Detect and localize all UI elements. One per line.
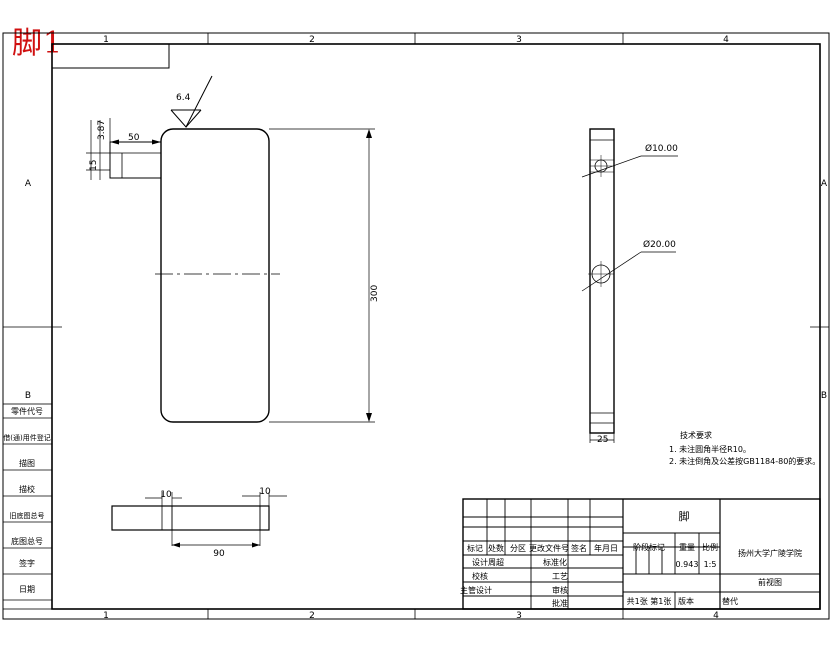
top-col-1: 1: [103, 35, 109, 45]
side-view: [589, 128, 615, 434]
dim-right: 10: [259, 487, 271, 497]
scale-value: 1:5: [704, 560, 717, 569]
front-boss: [109, 141, 161, 179]
row-design: 设计: [472, 557, 488, 567]
left-row-a: A: [25, 179, 32, 189]
dim-left: 10: [160, 490, 172, 500]
bottom-col-4: 4: [713, 611, 719, 621]
bottom-body: [111, 505, 270, 531]
top-col-2: 2: [309, 35, 315, 45]
outer-frame: [2, 32, 830, 620]
stage-label: 阶段标记: [633, 542, 665, 552]
bottom-view: [111, 505, 270, 531]
top-col-3: 3: [516, 35, 522, 45]
bottom-dimensions: [145, 492, 287, 546]
dim-span: 90: [213, 549, 225, 559]
dim-boss-offset: 3.87: [97, 120, 107, 140]
dim-height: 300: [370, 285, 380, 302]
tech-item-1: 1. 未注圆角半径R10。: [669, 444, 751, 454]
side-label-base-no: 底图总号: [11, 536, 43, 546]
title-block: [462, 498, 821, 610]
right-row-a: A: [821, 179, 828, 189]
approval-standard: 标准化: [543, 557, 567, 567]
hdr-mark: 标记: [467, 543, 483, 553]
left-row-b: B: [25, 391, 31, 401]
side-label-old-base: 旧底图总号: [10, 511, 45, 520]
side-label-tracing: 描图: [19, 458, 35, 468]
hole-large-label: Ø20.00: [643, 239, 676, 250]
hdr-count: 处数: [488, 543, 504, 553]
drawing-no: 前视图: [758, 577, 782, 587]
front-body: [160, 128, 270, 423]
inner-frame: [51, 43, 821, 610]
hdr-date: 年月日: [594, 543, 618, 553]
side-block: [2, 403, 53, 610]
top-left-box: [52, 44, 170, 69]
side-label-signature: 签字: [19, 558, 35, 568]
side-label-trace-check: 描校: [19, 484, 35, 494]
hole-small-label: Ø10.00: [645, 143, 678, 154]
approval-process: 工艺: [552, 572, 568, 581]
dim-width: 25: [597, 435, 608, 445]
hdr-sign: 签名: [571, 543, 587, 553]
front-dimensions: [86, 118, 375, 423]
version-label: 版本: [678, 596, 694, 606]
hdr-zone: 分区: [510, 544, 526, 553]
part-name: 脚: [679, 509, 690, 523]
dim-boss-height: 15: [89, 160, 99, 171]
top-col-4: 4: [723, 35, 729, 45]
tech-item-2: 2. 未注倒角及公差按GB1184-80的要求。: [669, 456, 820, 466]
side-label-part-code: 零件代号: [11, 406, 43, 416]
front-arrows: [110, 129, 372, 422]
bottom-col-2: 2: [309, 611, 315, 621]
designer-name: 周超: [488, 557, 504, 567]
approval-approve: 批准: [552, 598, 568, 608]
weight-value: 0.943: [676, 560, 699, 569]
row-check: 校核: [472, 571, 488, 581]
side-body: [589, 128, 615, 434]
sheet-info: 共1张 第1张: [627, 596, 672, 606]
bottom-arrows: [172, 542, 260, 548]
replaces-label: 替代: [722, 596, 738, 606]
hdr-change-doc: 更改文件号: [529, 543, 569, 553]
weight-label: 重量: [679, 542, 695, 552]
side-center-marks: [588, 155, 614, 287]
approval-review: 审核: [552, 585, 568, 595]
surface-finish-value: 6.4: [176, 93, 191, 103]
side-label-date: 日期: [19, 585, 35, 594]
scale-label: 比例: [702, 542, 718, 552]
side-leaders: [581, 155, 678, 443]
tech-title: 技术要求: [680, 430, 712, 440]
surface-finish-symbol: [170, 75, 213, 128]
front-view: [109, 128, 270, 423]
row-chief: 主管设计: [460, 585, 492, 595]
company-name: 扬州大学广陵学院: [738, 548, 802, 558]
bottom-col-1: 1: [103, 611, 109, 621]
bottom-col-3: 3: [516, 611, 522, 621]
zone-ticks: [3, 33, 829, 619]
dim-boss-length: 50: [128, 133, 140, 143]
side-label-borrowed: 借(通)用件登记: [3, 433, 50, 442]
right-row-b: B: [821, 391, 827, 401]
